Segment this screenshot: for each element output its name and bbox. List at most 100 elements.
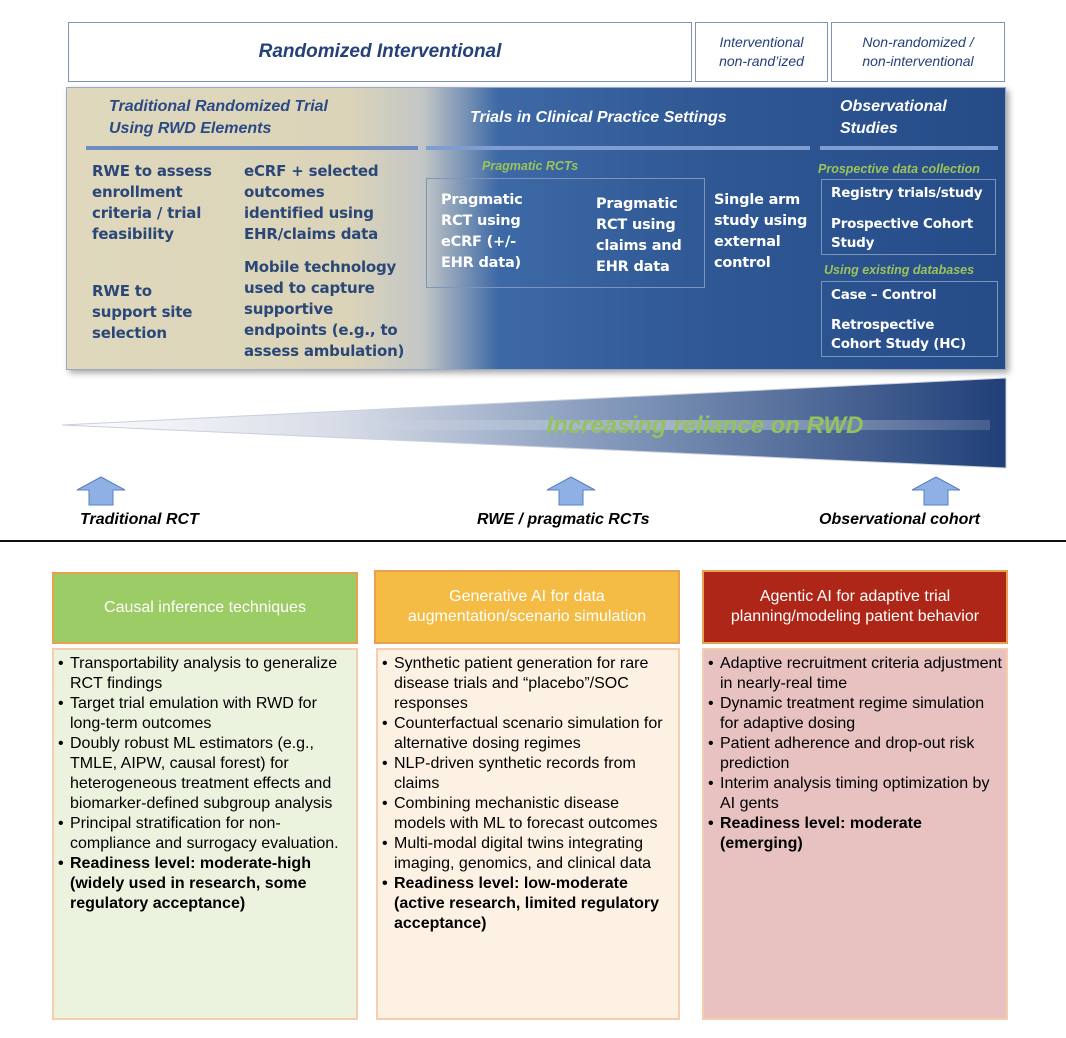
ecrf-line: identified using <box>244 204 374 222</box>
header-nonrandomized-line1: Non-randomized / <box>862 34 974 50</box>
header-interventional-text: Interventional non-rand’ized <box>719 33 804 71</box>
ecrf-line: eCRF + selected <box>244 162 379 180</box>
existing-databases-label: Using existing databases <box>824 263 975 277</box>
list-item-readiness: Readiness level: low-moderate (active re… <box>380 874 674 934</box>
rwe-enrollment-line: criteria / trial <box>92 204 202 222</box>
pragmatic-claims-line: Pragmatic <box>596 196 678 212</box>
header-nonrandomized: Non-randomized / non-interventional <box>831 22 1005 82</box>
prospective-data-label: Prospective data collection <box>818 162 980 176</box>
list-item: Principal stratification for non-complia… <box>56 814 350 854</box>
retrospective-line: Retrospective <box>831 317 935 333</box>
list-item: Doubly robust ML estimators (e.g., TMLE,… <box>56 734 350 814</box>
traditional-trial-title: Traditional Randomized Trial Using RWD E… <box>109 96 328 140</box>
observational-divider <box>820 146 998 150</box>
single-arm-line: Single arm <box>714 192 801 208</box>
header-nonrandomized-text: Non-randomized / non-interventional <box>862 33 973 71</box>
pragmatic-claims-line: RCT using <box>596 217 676 233</box>
header-interventional-nonrandomized: Interventional non-rand’ized <box>695 22 828 82</box>
list-item: Combining mechanistic disease models wit… <box>380 794 674 834</box>
pragmatic-ecrf-line: Pragmatic <box>441 192 523 208</box>
rwe-enrollment-line: feasibility <box>92 225 174 243</box>
header-randomized-interventional: Randomized Interventional <box>68 22 692 82</box>
causal-card-body: Transportability analysis to generalize … <box>52 648 358 1020</box>
list-item: Interim analysis timing optimization by … <box>706 774 1002 814</box>
pragmatic-rct-label: RWE / pragmatic RCTs <box>477 511 650 528</box>
rwd-reliance-wedge: Increasing reliance on RWD <box>61 377 1007 469</box>
pragmatic-ecrf-text: Pragmatic RCT using eCRF (+/- EHR data) <box>441 190 523 274</box>
prospective-cohort-line: Study <box>831 235 875 251</box>
single-arm-line: external <box>714 234 781 250</box>
list-item-readiness: Readiness level: moderate-high (widely u… <box>56 854 350 914</box>
single-arm-line: study using <box>714 213 808 229</box>
existing-databases-box <box>821 281 998 357</box>
traditional-divider <box>86 146 418 150</box>
observational-cohort-label: Observational cohort <box>819 511 980 528</box>
traditional-title-line2: Using RWD Elements <box>109 120 272 137</box>
mobile-line: Mobile technology <box>244 258 397 276</box>
observational-title: Observational Studies <box>840 96 947 140</box>
ecrf-line: outcomes <box>244 183 325 201</box>
pragmatic-rcts-box <box>426 178 705 288</box>
section-divider <box>0 540 1066 542</box>
single-arm-text: Single arm study using external control <box>714 190 807 274</box>
list-item: NLP-driven synthetic records from claims <box>380 754 674 794</box>
header-interventional-line1: Interventional <box>719 34 804 50</box>
list-item: Target trial emulation with RWD for long… <box>56 694 350 734</box>
prospective-cohort-text: Prospective Cohort Study <box>831 215 973 253</box>
causal-card-title: Causal inference techniques <box>104 599 306 616</box>
agentic-card-title: Agentic AI for adaptive trial planning/m… <box>730 588 980 625</box>
rwe-site-line: support site <box>92 303 193 321</box>
causal-card-header: Causal inference techniques <box>52 572 358 644</box>
generative-card-title: Generative AI for data augmentation/scen… <box>407 588 647 625</box>
up-arrow-icon <box>911 476 961 506</box>
rwe-enrollment-line: enrollment <box>92 183 183 201</box>
study-design-panel <box>66 87 1006 370</box>
header-nonrandomized-line2: non-interventional <box>862 53 974 69</box>
case-control-text: Case – Control <box>831 287 937 303</box>
causal-list: Transportability analysis to generalize … <box>56 654 350 914</box>
traditional-title-line1: Traditional Randomized Trial <box>109 98 328 115</box>
generative-card-header: Generative AI for data augmentation/scen… <box>374 570 680 644</box>
readiness-value: : moderate-high (widely used in research… <box>70 855 311 912</box>
mobile-line: used to capture <box>244 279 375 297</box>
pragmatic-claims-line: EHR data <box>596 259 670 275</box>
list-item: Counterfactual scenario simulation for a… <box>380 714 674 754</box>
rwe-site-line: selection <box>92 324 167 342</box>
wedge-glow <box>360 420 990 430</box>
generative-card-body: Synthetic patient generation for rare di… <box>376 648 680 1020</box>
list-item: Synthetic patient generation for rare di… <box>380 654 674 714</box>
mobile-technology-text: Mobile technology used to capture suppor… <box>244 257 404 362</box>
agentic-card-body: Adaptive recruitment criteria adjustment… <box>702 648 1008 1020</box>
agentic-list: Adaptive recruitment criteria adjustment… <box>706 654 1002 854</box>
rwe-enrollment-text: RWE to assess enrollment criteria / tria… <box>92 161 212 245</box>
prospective-box <box>821 179 996 255</box>
observational-title-line2: Studies <box>840 120 898 137</box>
rwe-site-line: RWE to <box>92 282 152 300</box>
agentic-card-header: Agentic AI for adaptive trial planning/m… <box>702 570 1008 644</box>
pragmatic-ecrf-line: eCRF (+/- <box>441 234 516 250</box>
prospective-cohort-line: Prospective Cohort <box>831 216 973 232</box>
clinical-divider <box>426 146 810 150</box>
up-arrow-icon <box>546 476 596 506</box>
observational-title-line1: Observational <box>840 98 947 115</box>
list-item: Dynamic treatment regime simulation for … <box>706 694 1002 734</box>
up-arrow-icon <box>76 476 126 506</box>
mobile-line: supportive <box>244 300 334 318</box>
generative-list: Synthetic patient generation for rare di… <box>380 654 674 934</box>
wedge-label: Increasing reliance on RWD <box>547 412 864 439</box>
rwe-site-selection-text: RWE to support site selection <box>92 281 192 344</box>
readiness-label: Readiness level <box>70 855 191 872</box>
mobile-line: endpoints (e.g., to <box>244 321 398 339</box>
list-item: Adaptive recruitment criteria adjustment… <box>706 654 1002 694</box>
pragmatic-claims-text: Pragmatic RCT using claims and EHR data <box>596 194 682 278</box>
mobile-line: assess ambulation) <box>244 342 405 360</box>
retrospective-line: Cohort Study (HC) <box>831 336 966 352</box>
traditional-rct-label: Traditional RCT <box>80 511 199 528</box>
pragmatic-claims-line: claims and <box>596 238 682 254</box>
pragmatic-ecrf-line: EHR data) <box>441 255 521 271</box>
single-arm-line: control <box>714 255 771 271</box>
list-item: Patient adherence and drop-out risk pred… <box>706 734 1002 774</box>
pragmatic-rcts-label: Pragmatic RCTs <box>482 159 579 173</box>
ecrf-outcomes-text: eCRF + selected outcomes identified usin… <box>244 161 379 245</box>
list-item: Multi-modal digital twins integrating im… <box>380 834 674 874</box>
